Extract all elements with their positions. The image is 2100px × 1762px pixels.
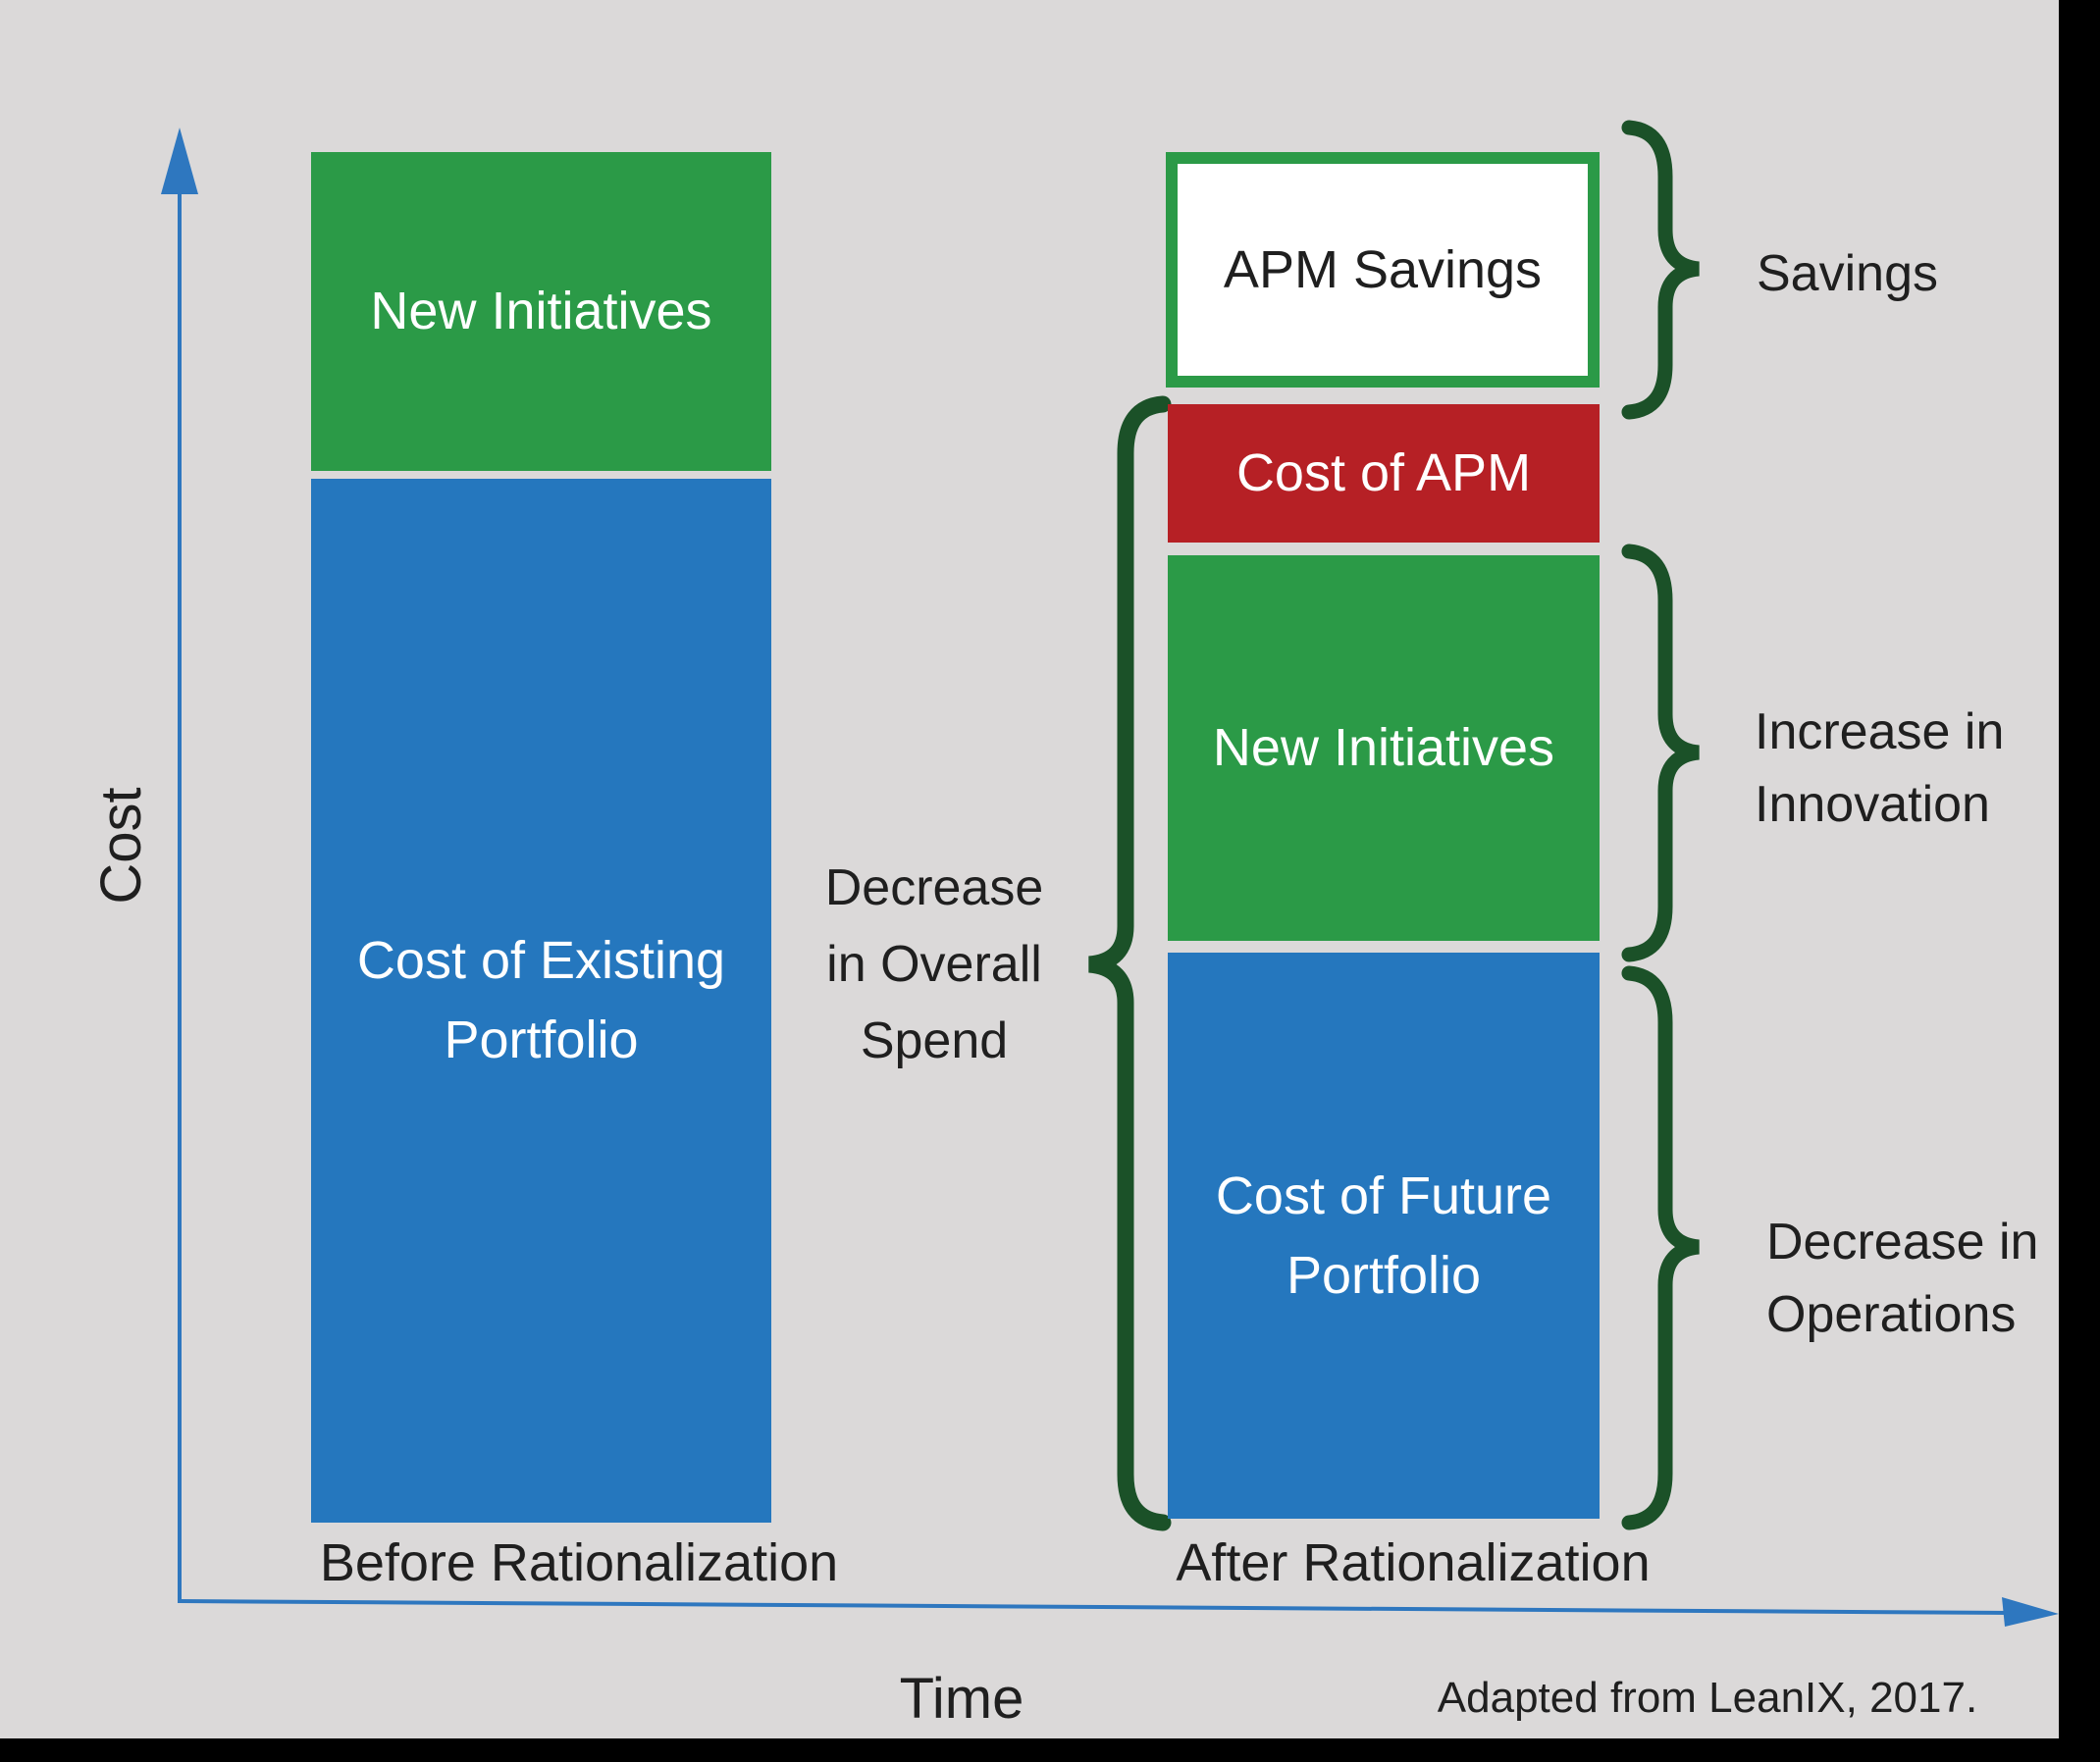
after-new-initiatives-label: New Initiatives bbox=[1212, 718, 1555, 777]
before-new-initiatives-segment: New Initiatives bbox=[311, 152, 771, 471]
before-rationalization-caption: Before Rationalization bbox=[319, 1533, 839, 1592]
y-axis-arrow-icon bbox=[161, 128, 198, 194]
before-existing-portfolio-segment: Cost of Existing Portfolio bbox=[311, 479, 771, 1523]
savings-brace-icon bbox=[1621, 120, 1701, 420]
after-cost-of-apm-segment: Cost of APM bbox=[1168, 404, 1600, 543]
overall-spend-brace-icon bbox=[1087, 395, 1172, 1531]
x-axis-arrow-icon bbox=[2002, 1597, 2059, 1627]
innovation-callout-label: Increase in Innovation bbox=[1755, 703, 2005, 833]
y-axis-title: Cost bbox=[89, 787, 153, 905]
x-axis-title: Time bbox=[899, 1667, 1024, 1731]
after-new-initiatives-segment: New Initiatives bbox=[1168, 555, 1600, 941]
after-future-portfolio-label: Cost of Future Portfolio bbox=[1215, 1166, 1552, 1305]
operations-callout-label: Decrease in Operations bbox=[1766, 1214, 2039, 1343]
overall-spend-callout-label: Decrease in Overall Spend bbox=[824, 859, 1044, 1069]
after-cost-of-apm-label: Cost of APM bbox=[1235, 443, 1532, 502]
bottom-black-band bbox=[0, 1738, 2100, 1762]
x-axis-line bbox=[179, 1599, 2011, 1615]
after-rationalization-caption: After Rationalization bbox=[1176, 1533, 1651, 1592]
operations-brace-icon bbox=[1621, 965, 1701, 1530]
savings-callout-label: Savings bbox=[1757, 245, 1938, 302]
after-apm-savings-label: APM Savings bbox=[1223, 239, 1543, 299]
innovation-brace-icon bbox=[1621, 544, 1701, 962]
after-future-portfolio-segment: Cost of Future Portfolio bbox=[1168, 953, 1600, 1519]
before-existing-portfolio-label: Cost of Existing Portfolio bbox=[356, 931, 726, 1069]
after-apm-savings-segment: APM Savings bbox=[1166, 152, 1600, 388]
source-credit: Adapted from LeanIX, 2017. bbox=[1437, 1674, 1978, 1722]
right-black-band bbox=[2059, 0, 2100, 1762]
before-new-initiatives-label: New Initiatives bbox=[370, 282, 712, 340]
